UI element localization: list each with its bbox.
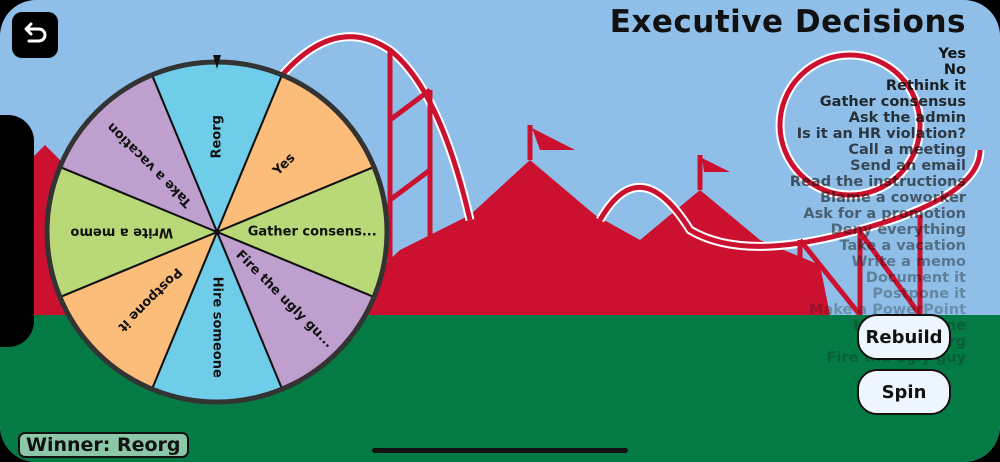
option-item: Blame a coworker bbox=[820, 190, 966, 206]
option-item: Ask for a promotion bbox=[803, 206, 966, 222]
circus-tent bbox=[330, 160, 830, 315]
option-item: Send an email bbox=[850, 158, 966, 174]
option-item: Write a memo bbox=[851, 254, 966, 270]
option-item: Yes bbox=[938, 46, 966, 62]
back-button[interactable] bbox=[12, 12, 58, 58]
winner-label: Winner: Reorg bbox=[18, 432, 189, 458]
wheel-slice-label: Reorg bbox=[210, 115, 225, 158]
coaster-loop bbox=[777, 52, 923, 198]
option-item: Ask the admin bbox=[848, 110, 966, 126]
page-title: Executive Decisions bbox=[609, 4, 966, 40]
option-item: Postpone it bbox=[872, 286, 966, 302]
spin-button[interactable]: Spin bbox=[857, 369, 951, 415]
option-item: Rethink it bbox=[885, 78, 966, 94]
home-indicator[interactable] bbox=[372, 448, 628, 453]
wheel-slice-label: Hire someone bbox=[210, 277, 225, 378]
rebuild-button[interactable]: Rebuild bbox=[857, 314, 951, 360]
wheel-slice-label: Write a memo bbox=[70, 225, 173, 240]
option-item: Take a vacation bbox=[839, 238, 966, 254]
back-arrow-icon bbox=[24, 22, 47, 43]
option-item: Call a meeting bbox=[848, 142, 966, 158]
option-item: Document it bbox=[865, 270, 966, 286]
option-item: No bbox=[943, 62, 966, 78]
option-item: Read the instructions bbox=[789, 174, 966, 190]
device-notch bbox=[0, 115, 34, 347]
option-item: Gather consensus bbox=[819, 94, 966, 110]
option-item: Deny everything bbox=[830, 222, 966, 238]
wheel-slice-label: Gather consens... bbox=[248, 225, 377, 240]
wheel-pointer-icon bbox=[213, 55, 221, 69]
option-item: Is it an HR violation? bbox=[796, 126, 966, 142]
coaster-supports bbox=[387, 50, 923, 317]
